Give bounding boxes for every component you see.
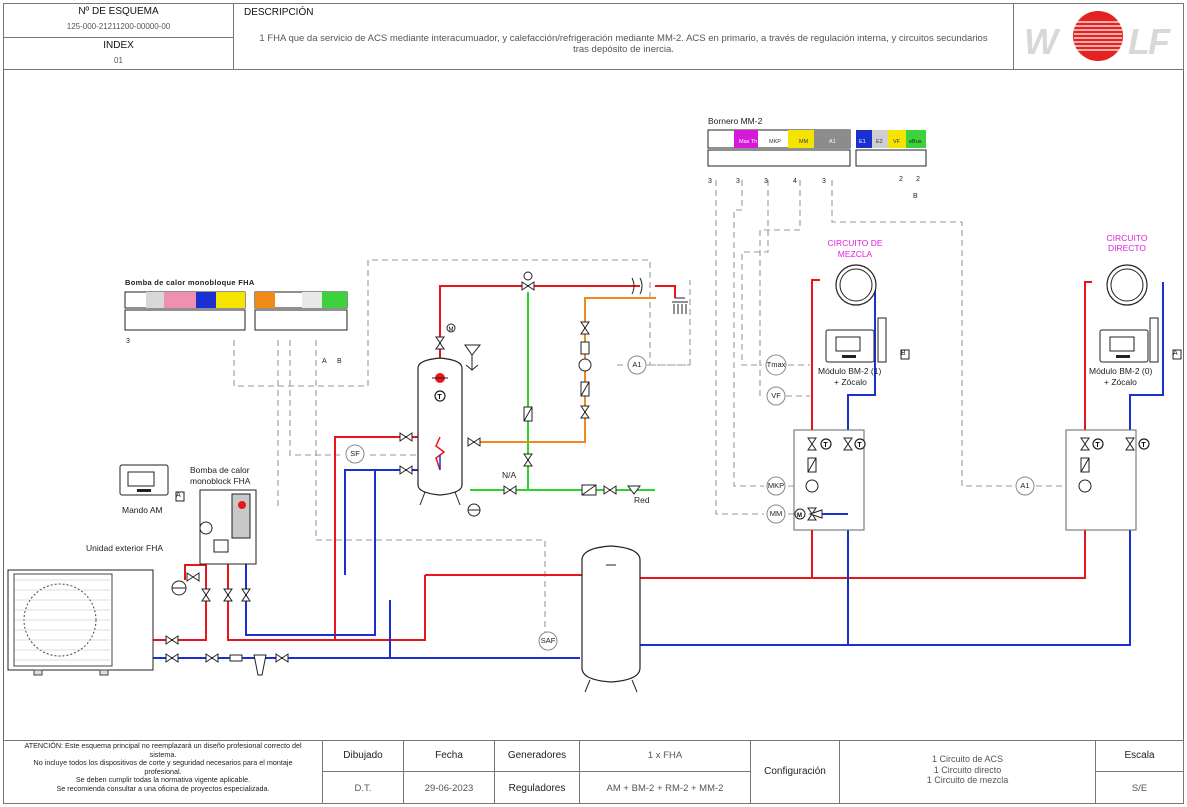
bm2-1-l1: Módulo BM-2 (1)	[818, 366, 882, 376]
fha-wire-3: 3	[126, 338, 130, 345]
heat-pump-module	[199, 489, 257, 565]
generadores-value: 1 x FHA	[647, 750, 683, 761]
scheme-number-value: 125-000-21211200-00000-00	[66, 22, 171, 31]
sensor-mm: MM	[769, 509, 783, 518]
config-line: 1 Circuito de ACS	[931, 754, 1004, 764]
config-line: 1 Circuito directo	[933, 764, 1002, 775]
dibujado-value: D.T.	[354, 783, 372, 794]
na-label: N/A	[502, 470, 517, 480]
bornero-title: Bornero MM-2	[708, 116, 763, 126]
bornero-tag-b: B	[913, 193, 918, 200]
warning-line: ATENCIÓN: Este esquema principal no reem…	[24, 741, 302, 750]
sensor-a1-dhw: A1	[632, 360, 642, 369]
description-label: DESCRIPCIÓN	[244, 7, 314, 18]
bornero-mm2-terminals	[707, 129, 927, 167]
signal-lines	[233, 180, 1080, 632]
config-line: 1 Circuito de mezcla	[926, 775, 1009, 785]
circuito-mezcla-l2: MEZCLA	[837, 249, 873, 259]
escala-label: Escala	[1124, 750, 1155, 761]
bm2-0-l1: Módulo BM-2 (0)	[1089, 366, 1153, 376]
bm2-0-l2: + Zócalo	[1104, 377, 1137, 387]
fha-terminals	[124, 291, 348, 331]
bm2-1-tag-b: B	[901, 350, 906, 357]
fecha-value: 29-06-2023	[424, 783, 474, 794]
dhw-components	[503, 271, 688, 496]
warning-line: Se deben cumplir todas la normativa vige…	[75, 775, 251, 784]
description-line-2: tras depósito de inercia.	[573, 44, 674, 55]
fha-tag-b: B	[337, 358, 342, 365]
warning-line: profesional.	[144, 766, 182, 776]
terminal-mm: MM	[799, 139, 809, 145]
generadores-label: Generadores	[507, 750, 567, 761]
sensor-tmax: Tmax	[766, 360, 786, 369]
mando-tag-a: A	[176, 492, 181, 499]
dhw-pipes	[470, 292, 656, 491]
terminal-vf: VF	[893, 139, 901, 145]
configuracion-values: 1 Circuito de ACS 1 Circuito directo 1 C…	[839, 754, 1096, 786]
sensor-mkp: MKP	[767, 481, 785, 490]
direct-circuit	[1065, 264, 1182, 531]
terminal-e2: E2	[876, 139, 883, 145]
sensor-saf: SAF	[540, 636, 556, 645]
logo-cell	[1013, 3, 1184, 70]
sensor-bubbles	[345, 354, 1035, 651]
bornero-wire-3c: 3	[764, 178, 768, 185]
bornero-wire-2b: 2	[916, 176, 920, 183]
terminal-e1: E1	[859, 139, 866, 145]
dhw-tank: M	[399, 323, 482, 517]
circuito-directo-l1: CIRCUITO	[1106, 233, 1148, 243]
svg-text:M: M	[797, 513, 802, 519]
configuracion-label: Configuración	[764, 766, 826, 777]
sensor-a1-direct: A1	[1020, 481, 1030, 490]
circuito-directo-l2: DIRECTO	[1107, 243, 1147, 253]
outdoor-unit	[7, 569, 154, 676]
fha-tag-a: A	[322, 358, 327, 365]
terminal-max-th: Max Th	[739, 139, 758, 145]
warning-text: ATENCIÓN: Este esquema principal no reem…	[3, 741, 323, 793]
outdoor-unit-label: Unidad exterior FHA	[86, 543, 164, 553]
terminal-ebus: eBus	[909, 139, 922, 145]
bornero-wire-3a: 3	[708, 178, 712, 185]
bornero-wire-3d: 3	[822, 178, 826, 185]
escala-value-cell	[1095, 771, 1184, 804]
bm2-0-tag-a: A	[1173, 350, 1178, 357]
bornero-wire-2a: 2	[899, 176, 903, 183]
mando-label: Mando AM	[122, 505, 163, 515]
terminal-a1: A1	[829, 139, 836, 145]
pipe-valves	[165, 572, 289, 676]
sensor-sf: SF	[350, 449, 360, 458]
heatpump-l1: Bomba de calor	[190, 465, 250, 475]
bomba-title: Bomba de calor monobloque FHA	[125, 278, 255, 287]
scheme-number-label: Nº DE ESQUEMA	[78, 6, 159, 17]
return-pipes	[152, 282, 1164, 659]
fecha-label: Fecha	[435, 750, 463, 761]
reguladores-value: AM + BM-2 + RM-2 + MM-2	[606, 783, 724, 794]
dibujado-label: Dibujado	[343, 750, 383, 761]
mixing-circuit: M	[793, 264, 910, 531]
escala-value: S/E	[1131, 783, 1148, 794]
bornero-wire-3b: 3	[736, 178, 740, 185]
svg-text:M: M	[449, 327, 454, 333]
warning-line: Se recomienda consultar a una oficina de…	[56, 783, 270, 793]
warning-line: sistema.	[149, 749, 177, 759]
buffer-tank	[581, 545, 641, 693]
bornero-wire-4: 4	[793, 178, 797, 185]
controller-am	[119, 464, 185, 502]
reguladores-label: Reguladores	[508, 783, 566, 794]
sensor-vf: VF	[771, 391, 781, 400]
circuito-mezcla-l1: CIRCUITO DE	[827, 238, 883, 248]
heatpump-l2: monoblock FHA	[190, 476, 251, 486]
description-line-1: 1 FHA que da servicio de ACS mediante in…	[259, 33, 988, 44]
red-label: Red	[634, 495, 650, 505]
bm2-1-l2: + Zócalo	[834, 377, 867, 387]
index-value: 01	[114, 56, 123, 65]
terminal-mkp: MKP	[769, 139, 781, 145]
warning-line: No incluye todos los dispositivos de cor…	[33, 758, 293, 767]
index-label: INDEX	[103, 40, 134, 51]
